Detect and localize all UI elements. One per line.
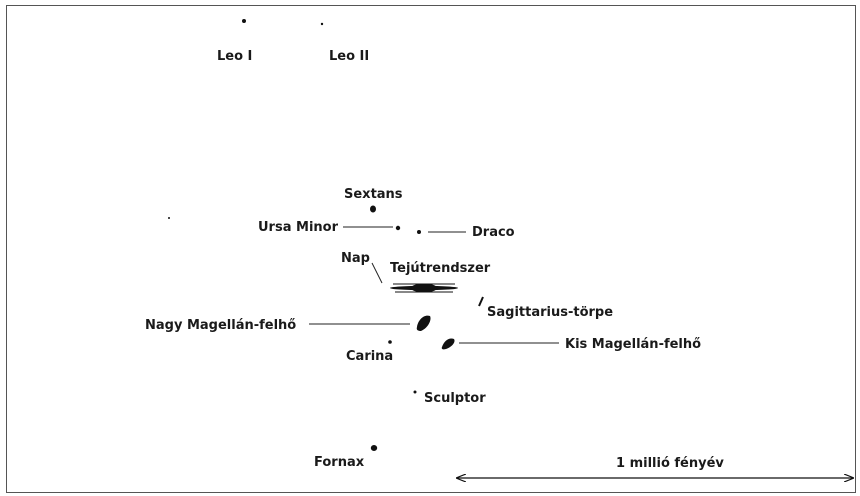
carina-label: Carina [346, 349, 393, 364]
sextans-galaxy [370, 205, 376, 213]
sextans-label: Sextans [344, 187, 403, 202]
leo-i-label: Leo I [217, 49, 252, 64]
leo-ii-galaxy [320, 22, 324, 26]
sagittarius-dwarf [478, 296, 484, 307]
lmc-label: Nagy Magellán-felhő [145, 318, 296, 333]
sculptor-galaxy [413, 390, 417, 394]
leo-i-galaxy [242, 19, 246, 23]
ursa-minor-label: Ursa Minor [258, 220, 339, 235]
stray-dot [168, 217, 170, 219]
milky-way-label: Tejútrendszer [390, 261, 491, 276]
fornax-galaxy [370, 445, 378, 451]
carina-galaxy [388, 340, 392, 344]
smc-galaxy [441, 338, 455, 350]
ursa-minor-galaxy [395, 225, 401, 231]
nap-label: Nap [341, 251, 370, 266]
smc-label: Kis Magellán-felhő [565, 337, 701, 352]
draco-galaxy [417, 230, 421, 234]
sculptor-label: Sculptor [424, 391, 486, 406]
sagittarius-label: Sagittarius-törpe [487, 305, 613, 320]
lmc-galaxy [416, 315, 431, 331]
draco-label: Draco [472, 225, 515, 240]
leo-ii-label: Leo II [329, 49, 369, 64]
diagram-frame [6, 5, 856, 493]
milky-way-galaxy [390, 283, 458, 293]
nap-leader [371, 262, 383, 284]
scale-bar-label: 1 millió fényév [616, 456, 724, 471]
fornax-label: Fornax [314, 455, 365, 470]
